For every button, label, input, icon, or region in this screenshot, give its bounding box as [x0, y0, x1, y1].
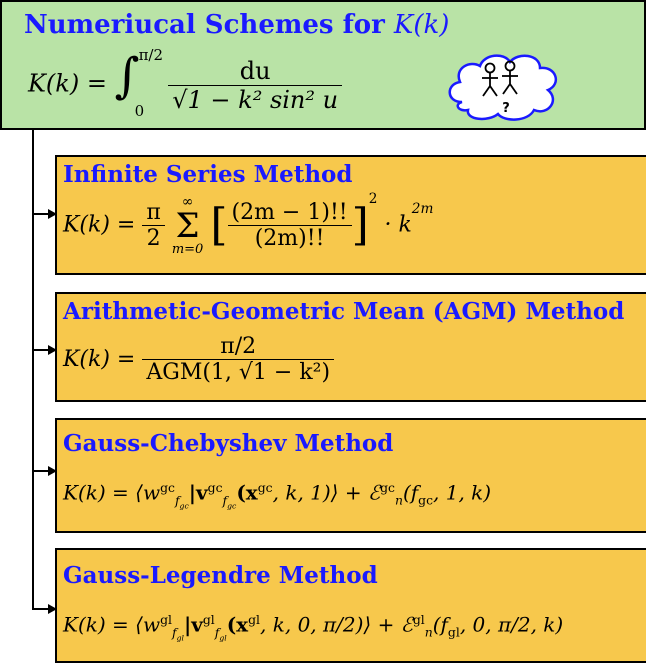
- cloud-question-mark: ?: [502, 101, 510, 116]
- method-eq-gauss-legendre: K(k) = ⟨wglfgl|vglfgl(xgl, k, 0, π/2)⟩ +…: [63, 612, 564, 643]
- connector-trunk-line: [32, 130, 34, 610]
- connector-branch-3: [32, 470, 52, 472]
- method-eq-gauss-chebyshev: K(k) = ⟨wgcfgc|vgcfgc(xgc, k, 1)⟩ + ℰgcn…: [63, 480, 492, 511]
- integrand-denominator: √1 − k² sin² u: [172, 85, 339, 114]
- connector-branch-2: [32, 349, 52, 351]
- eq1-lhs: K(k) =: [63, 212, 136, 238]
- person-left-icon: [482, 62, 498, 97]
- method-eq-infinite-series: K(k) = π 2 ∞ Σ m=0 [ (2m − 1)!! (2m)!! ]…: [63, 191, 434, 257]
- arrow-2-icon: [48, 345, 57, 355]
- method-box-gauss-legendre: Gauss-Legendre Method K(k) = ⟨wglfgl|vgl…: [55, 548, 646, 663]
- thinking-cloud-icon: ?: [448, 54, 558, 121]
- header-box: Numeriucal Schemes for K(k) K(k) = ∫ π/2…: [0, 0, 646, 130]
- method-title-agm: Arithmetic-Geometric Mean (AGM) Method: [63, 298, 625, 325]
- connector-branch-4: [32, 608, 52, 610]
- eq1-left-bracket: [: [210, 199, 228, 251]
- integral-lower-limit: 0: [134, 102, 145, 120]
- integral-upper-limit: π/2: [138, 46, 164, 64]
- integral-sign: ∫: [114, 48, 140, 104]
- method-box-agm: Arithmetic-Geometric Mean (AGM) Method K…: [55, 292, 646, 402]
- arrow-1-icon: [48, 209, 57, 219]
- header-title-text: Numeriucal Schemes for: [24, 10, 385, 40]
- method-box-gauss-chebyshev: Gauss-Chebyshev Method K(k) = ⟨wgcfgc|vg…: [55, 418, 646, 533]
- arrow-4-icon: [48, 604, 57, 614]
- header-integral-equation: K(k) = ∫ π/2 0 du √1 − k² sin² u: [28, 46, 343, 120]
- method-title-infinite-series: Infinite Series Method: [63, 161, 353, 188]
- person-right-icon: [502, 60, 518, 95]
- integrand-numerator: du: [168, 57, 343, 86]
- eq1-sum: ∞ Σ m=0: [171, 193, 204, 257]
- method-title-gauss-legendre: Gauss-Legendre Method: [63, 562, 378, 589]
- eq1-inner-fraction: (2m − 1)!! (2m)!!: [227, 200, 352, 251]
- integrand-fraction: du √1 − k² sin² u: [168, 57, 343, 114]
- eq1-right-bracket: ]: [351, 199, 369, 251]
- arrow-3-icon: [48, 466, 57, 476]
- connector-branch-1: [32, 213, 52, 215]
- header-title: Numeriucal Schemes for K(k): [24, 10, 449, 40]
- integral-block: ∫ π/2 0: [114, 46, 163, 120]
- eq1-factor: π 2: [142, 200, 165, 251]
- method-eq-agm: K(k) = π/2 AGM(1, √1 − k²): [63, 334, 335, 385]
- eq2-fraction: π/2 AGM(1, √1 − k²): [142, 334, 335, 385]
- header-title-symbol: K(k): [393, 10, 450, 40]
- method-box-infinite-series: Infinite Series Method K(k) = π 2 ∞ Σ m=…: [55, 155, 646, 275]
- header-eq-lhs: K(k) =: [28, 69, 107, 98]
- method-title-gauss-chebyshev: Gauss-Chebyshev Method: [63, 430, 394, 457]
